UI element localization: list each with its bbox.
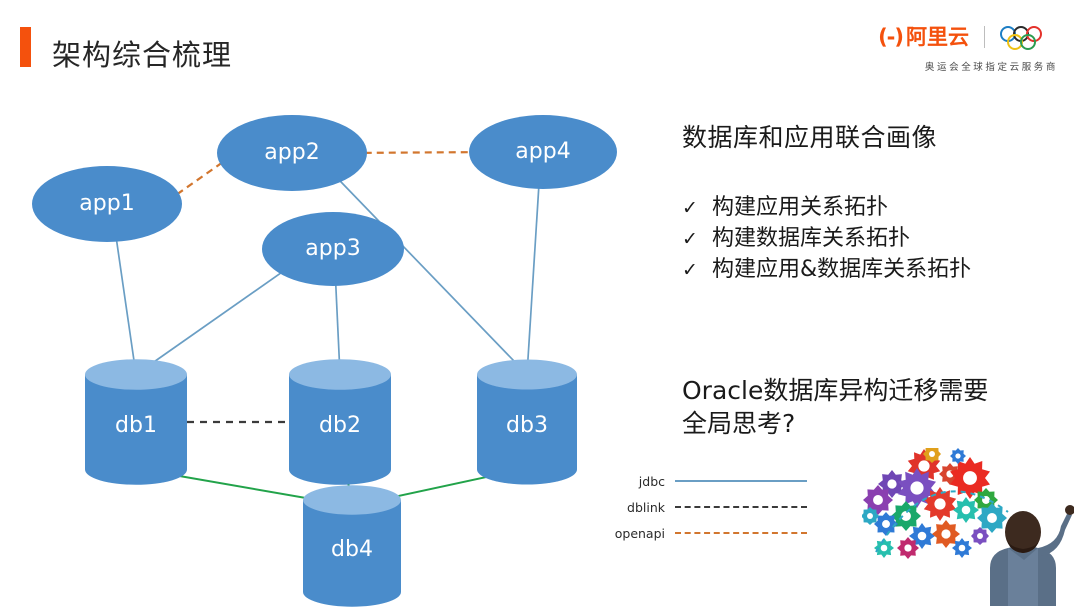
- node-shape-cylinder-top: [477, 359, 577, 390]
- node-app2[interactable]: app2: [217, 115, 367, 191]
- logo-divider: [984, 26, 985, 48]
- check-icon: ✓: [682, 259, 698, 282]
- node-shape-ellipse: [217, 115, 367, 191]
- node-app3[interactable]: app3: [262, 212, 404, 286]
- diagram-svg: app1 app2 app3 app4 db1 db2 db3 db4: [32, 115, 617, 607]
- node-label: db3: [506, 413, 548, 438]
- node-label: app4: [515, 139, 570, 164]
- list-item: ✓ 构建数据库关系拓扑: [682, 223, 1062, 254]
- list-item-label: 构建应用关系拓扑: [712, 195, 889, 220]
- node-shape-cylinder-body: [477, 374, 577, 485]
- node-label: app1: [79, 191, 134, 216]
- edge-app2-app4: [364, 151, 472, 154]
- migration-line-2: 全局思考?: [682, 409, 796, 438]
- edge-app3-db1: [135, 271, 282, 376]
- section-heading-migration: Oracle数据库异构迁移需要 全局思考?: [682, 374, 1042, 440]
- node-shape-ellipse: [262, 212, 404, 286]
- logo-subtitle: 奥运会全球指定云服务商: [924, 62, 1058, 73]
- alicloud-bracket-icon: (-): [878, 24, 904, 49]
- alicloud-wordmark: 阿里云: [906, 24, 969, 49]
- node-app4[interactable]: app4: [469, 115, 617, 189]
- node-db4[interactable]: db4: [303, 485, 401, 607]
- edge-app4-db3: [526, 187, 540, 375]
- node-shape-ellipse: [32, 166, 182, 242]
- list-item: ✓ 构建应用&数据库关系拓扑: [682, 254, 1062, 285]
- legend-label: jdbc: [638, 473, 665, 489]
- node-label: db4: [331, 537, 373, 562]
- node-db2[interactable]: db2: [289, 359, 391, 485]
- alicloud-logo: (-) 阿里云: [878, 24, 969, 49]
- edge-app1-app2: [176, 161, 223, 196]
- list-item-label: 构建数据库关系拓扑: [712, 226, 911, 252]
- legend-line-sample: [675, 506, 807, 508]
- edge-app2-db3: [339, 180, 528, 376]
- node-shape-cylinder-body: [85, 374, 187, 485]
- migration-line-1: Oracle数据库异构迁移需要: [682, 376, 989, 405]
- brand-logo: (-) 阿里云 奥运会全球指定云服务商: [868, 22, 1058, 78]
- check-icon: ✓: [682, 197, 698, 219]
- title-accent-bar: [20, 27, 31, 67]
- legend-label: openapi: [614, 525, 665, 541]
- node-shape-cylinder-top: [289, 359, 391, 390]
- gears-and-person-illustration: [861, 445, 1075, 606]
- legend-item-openapi: openapi: [607, 520, 807, 546]
- list-item-label: 构建应用&数据库关系拓扑: [712, 257, 972, 283]
- list-item: ✓ 构建应用关系拓扑: [682, 192, 1062, 223]
- legend-item-jdbc: jdbc: [607, 468, 807, 494]
- architecture-diagram: app1 app2 app3 app4 db1 db2 db3 db4: [0, 96, 640, 608]
- check-icon: ✓: [682, 228, 698, 251]
- node-label: app3: [305, 236, 360, 261]
- page-title: 架构综合梳理: [52, 38, 233, 72]
- bullet-list: ✓ 构建应用关系拓扑 ✓ 构建数据库关系拓扑 ✓ 构建应用&数据库关系拓扑: [682, 192, 1062, 286]
- node-shape-cylinder-body: [303, 500, 401, 607]
- node-shape-cylinder-body: [289, 374, 391, 485]
- node-label: db2: [319, 413, 361, 438]
- olympic-rings-icon: [1000, 24, 1058, 50]
- node-db3[interactable]: db3: [477, 359, 577, 485]
- edge-app1-db1: [115, 240, 137, 375]
- legend-line-sample: [675, 532, 807, 534]
- section-heading-profiling: 数据库和应用联合画像: [682, 123, 938, 152]
- node-shape-ellipse: [469, 115, 617, 189]
- node-label: app2: [264, 140, 319, 165]
- right-text-panel: 数据库和应用联合画像 ✓ 构建应用关系拓扑 ✓ 构建数据库关系拓扑 ✓ 构建应用…: [682, 118, 1062, 286]
- dashed-arc: [875, 490, 1009, 553]
- legend: jdbc dblink openapi: [607, 468, 807, 546]
- node-label: db1: [115, 413, 157, 438]
- diagram-nodes: app1 app2 app3 app4 db1 db2 db3 db4: [32, 115, 617, 607]
- node-db1[interactable]: db1: [85, 359, 187, 485]
- person-figure: [990, 505, 1075, 606]
- node-shape-cylinder-top: [85, 359, 187, 390]
- legend-line-sample: [675, 480, 807, 482]
- legend-item-dblink: dblink: [607, 494, 807, 520]
- node-app1[interactable]: app1: [32, 166, 182, 242]
- node-shape-cylinder-top: [303, 485, 401, 515]
- legend-label: dblink: [627, 499, 665, 515]
